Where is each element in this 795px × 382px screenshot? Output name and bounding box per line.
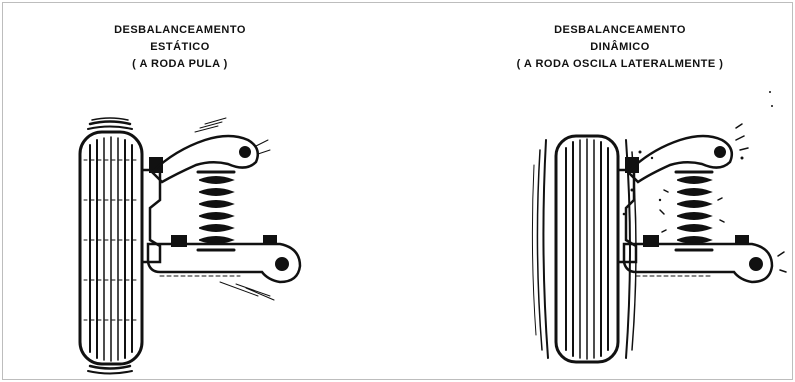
dynamic-title: DESBALANCEAMENTO <box>554 24 686 36</box>
dynamic-knuckle <box>616 157 639 264</box>
dynamic-upper-arm <box>626 123 749 184</box>
static-title: DESBALANCEAMENTO <box>114 24 246 36</box>
dynamic-coil-spring <box>659 170 725 252</box>
dynamic-subtitle: DINÂMICO <box>590 41 650 53</box>
static-subtitle: ESTÁTICO <box>150 41 210 53</box>
vibration-specks <box>622 91 773 216</box>
static-note: ( A RODA PULA ) <box>132 58 228 70</box>
dynamic-tire <box>554 134 620 364</box>
static-lower-arm <box>146 235 302 301</box>
static-upper-arm <box>150 117 271 184</box>
wobble-motion-lines <box>531 139 637 359</box>
dynamic-lower-arm <box>622 235 787 284</box>
dynamic-note: ( A RODA OSCILA LATERALMENTE ) <box>516 58 724 70</box>
hop-motion-lines <box>87 117 133 375</box>
dynamic-imbalance-caption: DESBALANCEAMENTO DINÂMICO ( A RODA OSCIL… <box>470 22 770 73</box>
static-imbalance-caption: DESBALANCEAMENTO ESTÁTICO ( A RODA PULA … <box>60 22 300 73</box>
static-tire <box>78 130 144 366</box>
static-knuckle <box>140 157 163 264</box>
static-coil-spring <box>196 170 236 252</box>
